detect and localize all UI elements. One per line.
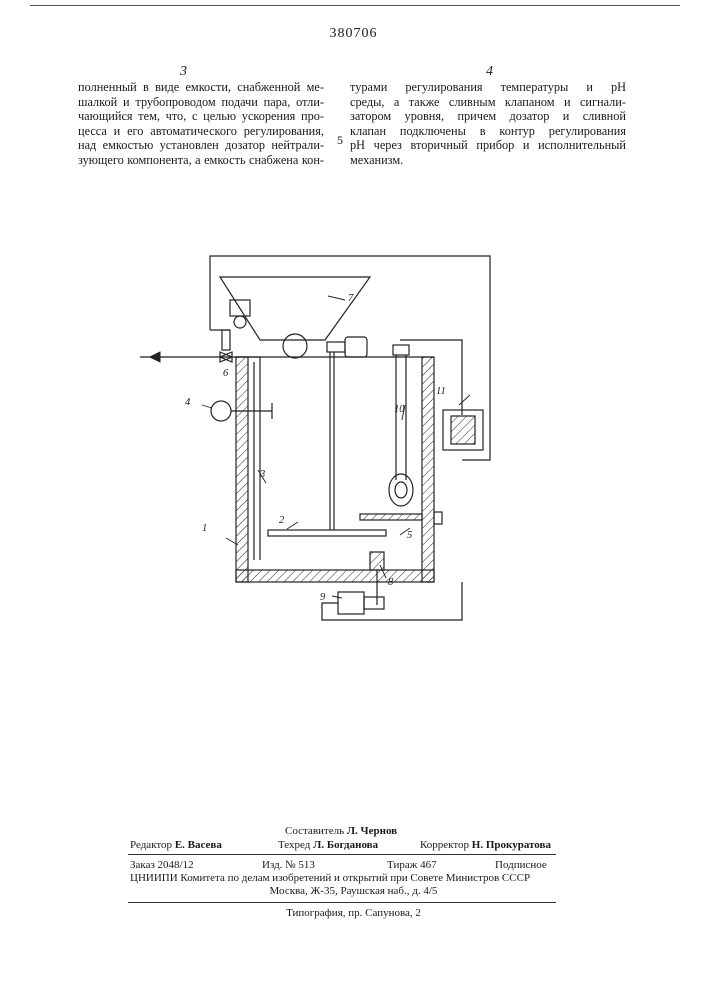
order-number: Заказ 2048/12 xyxy=(130,859,194,872)
corrector: Корректор Н. Прокуратова xyxy=(420,839,551,852)
doser-hopper xyxy=(220,277,370,340)
vessel-right-wall xyxy=(422,357,434,582)
label-4: 4 xyxy=(185,397,190,408)
footer-rule-bottom xyxy=(128,902,556,903)
label-1: 1 xyxy=(202,523,207,534)
editor: Редактор Е. Васева xyxy=(130,839,222,852)
vessel-left-wall xyxy=(236,357,248,582)
label-3: 3 xyxy=(260,469,265,480)
mixer-motor xyxy=(345,337,367,357)
label-2: 2 xyxy=(279,515,284,526)
izd-number: Изд. № 513 xyxy=(262,859,315,872)
label-7: 7 xyxy=(348,293,353,304)
drain-valve xyxy=(370,552,384,570)
control-line-top xyxy=(210,256,490,460)
vessel-bottom xyxy=(236,570,434,582)
label-11: 11 xyxy=(436,386,446,397)
label-6: 6 xyxy=(223,368,228,379)
label-10: 10 xyxy=(394,404,405,415)
footer-rule-top xyxy=(128,854,556,855)
techred: Техред Л. Богданова xyxy=(278,839,378,852)
ph-sensor-head xyxy=(393,345,409,355)
dispenser xyxy=(283,334,307,358)
label-8: 8 xyxy=(388,577,393,588)
mixer-blade xyxy=(268,530,386,536)
label-9: 9 xyxy=(320,592,325,603)
tirazh: Тираж 467 xyxy=(387,859,437,872)
podpisnoe: Подписное xyxy=(495,859,547,872)
label-5: 5 xyxy=(407,530,412,541)
address: Москва, Ж-35, Раушская наб., д. 4/5 xyxy=(0,885,707,898)
typography: Типография, пр. Сапунова, 2 xyxy=(0,907,707,920)
thermometer xyxy=(211,401,231,421)
level-signaller xyxy=(360,514,422,520)
actuator-motor xyxy=(338,592,364,614)
org-line: ЦНИИПИ Комитета по делам изобретений и о… xyxy=(130,872,558,885)
compiler: Составитель Л. Чернов xyxy=(285,825,397,838)
